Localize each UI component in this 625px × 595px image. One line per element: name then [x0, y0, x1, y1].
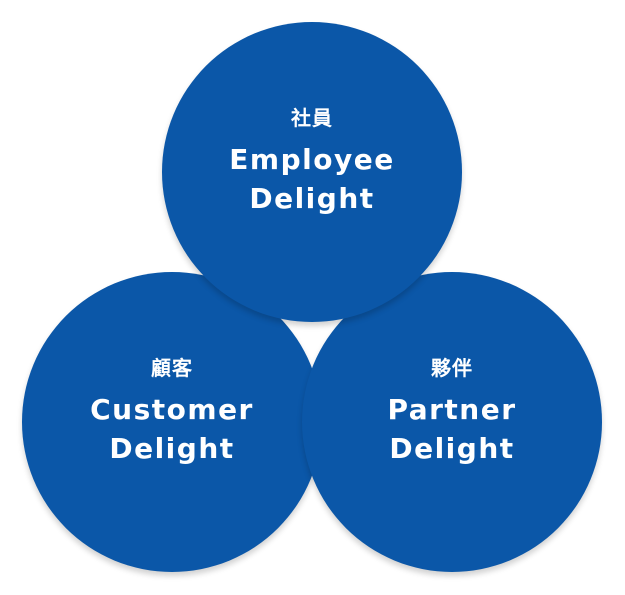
- employee-en-label: Employee Delight: [162, 140, 462, 218]
- employee-en-line2: Delight: [249, 182, 375, 215]
- partner-en-line2: Delight: [389, 432, 515, 465]
- customer-jp-label: 顧客: [151, 356, 193, 380]
- customer-en-line1: Customer: [90, 393, 254, 426]
- employee-jp-label: 社員: [291, 106, 333, 130]
- customer-en-line2: Delight: [109, 432, 235, 465]
- customer-en-label: Customer Delight: [22, 390, 322, 468]
- partner-en-label: Partner Delight: [302, 390, 602, 468]
- customer-delight-circle: 顧客 Customer Delight: [22, 272, 322, 572]
- employee-en-line1: Employee: [229, 143, 395, 176]
- employee-delight-circle: 社員 Employee Delight: [162, 22, 462, 322]
- partner-en-line1: Partner: [387, 393, 517, 426]
- partner-delight-circle: 夥伴 Partner Delight: [302, 272, 602, 572]
- partner-jp-label: 夥伴: [431, 356, 473, 380]
